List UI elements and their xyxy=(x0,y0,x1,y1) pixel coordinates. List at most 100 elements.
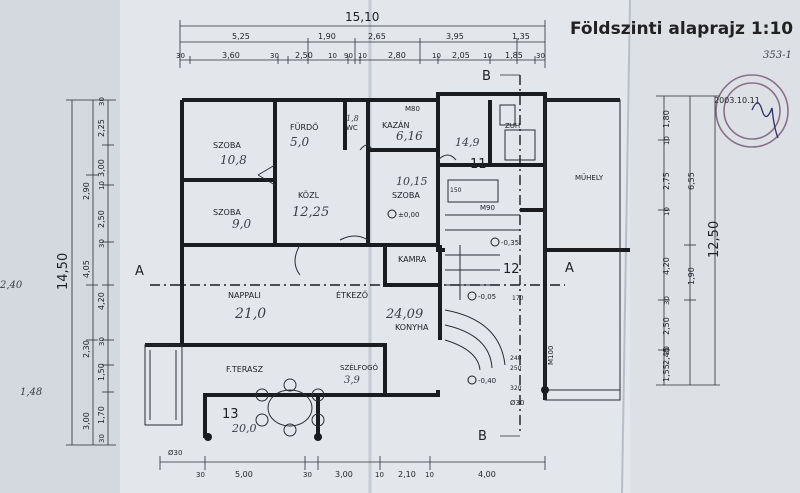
section-b-bottom: B xyxy=(478,429,487,444)
room-furdo-area: 5,0 xyxy=(290,135,309,149)
left-dimensions: 14,50 2,25 3,00 2,90 2,50 4,05 4,20 2,30… xyxy=(56,97,116,446)
level-3: -0,05 xyxy=(478,293,496,301)
label-m90: M90 xyxy=(480,204,495,212)
section-lines: A A B B xyxy=(135,69,574,444)
room-szoba-3: SZOBA xyxy=(392,191,420,200)
section-b-top: B xyxy=(482,69,491,84)
dim-bottom-5: 10 xyxy=(375,471,384,479)
top-dimensions: 15,10 5,25 1,90 2,65 3,95 1,35 30 3,60 3… xyxy=(176,10,546,68)
dim-top-2: 1,90 xyxy=(318,32,336,41)
label-m100: M100 xyxy=(547,346,555,365)
dim-top-r2-6: 90 xyxy=(344,52,353,60)
dim-overall-width: 15,10 xyxy=(345,10,379,24)
dim-bottom-4: 3,00 xyxy=(335,470,353,479)
room-szoba-1-area: 10,8 xyxy=(220,153,247,167)
dim-right-1: 1,80 xyxy=(662,110,671,128)
room-labels: SZOBA 10,8 SZOBA 9,0 FÜRDŐ 5,0 WC 1,8 KA… xyxy=(0,114,604,435)
margin-note-1: 2,40 xyxy=(0,280,23,291)
dim-right-7: 6,55 xyxy=(687,172,696,190)
room-kozl-area: 12,25 xyxy=(292,205,329,220)
dim-bottom-1: 30 xyxy=(196,471,205,479)
room-muhely: MŰHELY xyxy=(575,173,604,182)
dim-bottom-8: 4,00 xyxy=(478,470,496,479)
dim-top-r2-7: 10 xyxy=(358,52,367,60)
signature xyxy=(751,102,779,139)
room-etkezo: ÉTKEZŐ xyxy=(336,289,368,300)
dim-left-small-1: 30 xyxy=(98,97,106,106)
label-d30-right: Ø30 xyxy=(510,399,524,407)
dim-bottom-3: 30 xyxy=(303,471,312,479)
dim-top-3: 2,65 xyxy=(368,32,386,41)
room-number-12: 12 xyxy=(503,262,520,277)
dim-top-r2-4: 2,50 xyxy=(295,51,313,60)
room-kazan-area: 6,16 xyxy=(396,129,423,143)
dim-left-small-3: 30 xyxy=(98,239,106,248)
room-szoba-1: SZOBA xyxy=(213,141,241,150)
level-marks: ±0,00 -0,35 -0,05 -0,40 M80 M90 M100 Ø30… xyxy=(168,105,555,457)
section-a-left: A xyxy=(135,264,144,279)
room-szoba-3-area: 10,15 xyxy=(396,175,428,188)
right-dimensions: 1,80 2,75 4,20 2,50 2,45 1,55 6,55 1,90 … xyxy=(656,95,722,386)
level-2: -0,35 xyxy=(501,239,519,247)
label-240: 240 xyxy=(510,355,522,362)
section-a-right: A xyxy=(565,261,574,276)
dim-bottom-7: 10 xyxy=(425,471,434,479)
bottom-dimensions: 30 5,00 30 3,00 10 2,10 10 4,00 xyxy=(159,456,546,479)
room-szoba-2-area: 9,0 xyxy=(232,217,251,231)
level-1: ±0,00 xyxy=(398,211,419,219)
room-kozl: KÖZL xyxy=(298,190,320,200)
dim-top-r2-13: 30 xyxy=(536,52,545,60)
dim-top-r2-9: 10 xyxy=(432,52,441,60)
room-zuh: ZUH xyxy=(505,122,520,130)
room-konyha-area: 24,09 xyxy=(385,307,423,322)
dim-right-8: 1,90 xyxy=(687,267,696,285)
dim-top-r2-3: 30 xyxy=(270,52,279,60)
drawing-title: Földszinti alaprajz 1:10 xyxy=(570,19,793,39)
room-kamra: KAMRA xyxy=(398,255,427,264)
room-furdo: FÜRDŐ xyxy=(290,122,318,132)
room-zuh-area: 14,9 xyxy=(455,136,480,149)
label-320: 320 xyxy=(510,385,522,392)
dim-top-5: 1,35 xyxy=(512,32,530,41)
dim-right-4: 2,50 xyxy=(662,317,671,335)
dim-top-1: 5,25 xyxy=(232,32,250,41)
approval-stamp: 2003.10.11 xyxy=(714,74,789,148)
dim-right-overall: 12,50 xyxy=(707,221,722,258)
dim-top-r2-10: 2,05 xyxy=(452,51,470,60)
dim-top-r2-11: 10 xyxy=(483,52,492,60)
label-250: 250 xyxy=(510,365,522,372)
terrace-area-note: 20,0 xyxy=(231,422,257,435)
dim-left-9: 1,70 xyxy=(97,406,106,424)
dim-left-small-5: 30 xyxy=(98,434,106,443)
dim-right-small-1: 10 xyxy=(663,136,671,145)
dim-left-1: 2,25 xyxy=(97,119,106,137)
dim-left-5: 4,05 xyxy=(82,260,91,278)
dim-left-6: 4,20 xyxy=(97,292,106,310)
room-wc: WC xyxy=(346,124,358,132)
room-number-13: 13 xyxy=(222,407,239,422)
room-nappali-area: 21,0 xyxy=(234,306,266,322)
dim-overall-height: 14,50 xyxy=(56,253,71,290)
dim-right-small-2: 10 xyxy=(663,207,671,216)
dim-top-4: 3,95 xyxy=(446,32,464,41)
label-m80: M80 xyxy=(405,105,420,113)
dim-top-r2-8: 2,80 xyxy=(388,51,406,60)
room-wc-area: 1,8 xyxy=(346,114,359,123)
dim-right-2: 2,75 xyxy=(662,172,671,190)
dim-left-7: 2,30 xyxy=(82,340,91,358)
dim-right-5: 2,45 xyxy=(662,347,671,365)
label-d30-left: Ø30 xyxy=(168,449,182,457)
room-kazan: KAZÁN xyxy=(382,119,410,130)
room-szoba-2: SZOBA xyxy=(213,208,241,217)
sheet-note: 353-1 xyxy=(763,50,792,61)
dim-left-small-2: 10 xyxy=(98,181,106,190)
dim-right-6: 1,55 xyxy=(662,364,671,382)
room-konyha: KONYHA xyxy=(395,323,429,332)
room-terasz: F.TERASZ xyxy=(226,365,264,374)
room-nappali: NAPPALI xyxy=(228,291,261,300)
dim-left-10: 3,00 xyxy=(82,412,91,430)
paper-edge xyxy=(621,0,631,493)
dim-top-r2-5: 10 xyxy=(328,52,337,60)
dim-top-r2-12: 1,85 xyxy=(505,51,523,60)
